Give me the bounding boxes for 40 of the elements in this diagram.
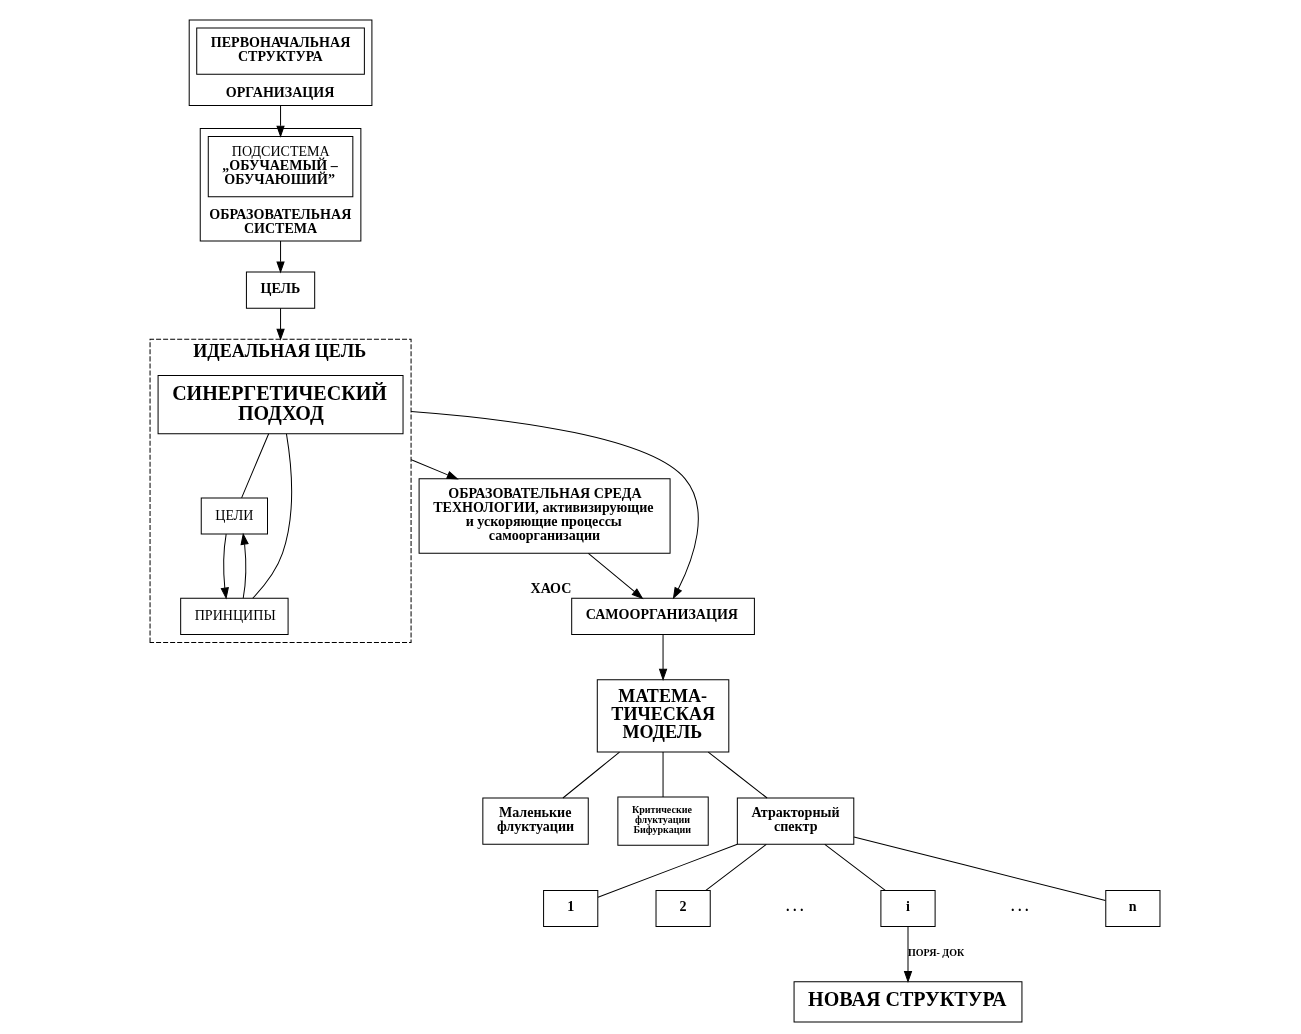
connector [251, 433, 292, 599]
connector [852, 836, 1106, 902]
connector [561, 751, 620, 799]
label: . . . [1010, 898, 1028, 915]
node-box: САМООРГАНИЗАЦИЯ [570, 597, 755, 635]
node-box: НОВАЯ СТРУКТУРА [793, 981, 1022, 1023]
connector [823, 843, 886, 891]
node-box: ЦЕЛИ [200, 497, 268, 535]
connector [240, 433, 269, 499]
node-box: СИНЕРГЕТИЧЕСКИЙ ПОДХОД [157, 374, 404, 435]
arrow [240, 533, 249, 599]
arrow [276, 104, 285, 137]
node-box: Маленькие флуктуации [481, 797, 589, 845]
arrow [276, 240, 285, 273]
connector [662, 751, 664, 798]
edge-label: ПОРЯ- ДОК [907, 946, 964, 958]
node-box: ЦЕЛЬ [245, 271, 315, 309]
node-box: ПРИНЦИПЫ [179, 597, 289, 635]
arrow [658, 634, 667, 680]
arrow [587, 552, 643, 599]
arrow [220, 533, 229, 599]
node-box: Атракторный спектр [736, 797, 854, 845]
arrow [410, 459, 458, 480]
node-box: 1 [542, 889, 598, 928]
connector [707, 751, 768, 799]
label: . . . [785, 898, 804, 915]
node-box: ОБРАЗОВАТЕЛЬНАЯ СРЕДА ТЕХНОЛОГИИ, активизирующие и ускоряющие процессы самоорганизации [418, 478, 671, 554]
arrow [410, 411, 699, 599]
connector [597, 843, 738, 898]
arrow [276, 307, 285, 340]
arrow [903, 926, 912, 983]
node-box: МАТЕМА- ТИЧЕСКАЯ МОДЕЛЬ [596, 679, 729, 753]
node-box: 2 [655, 889, 711, 928]
node-box: i [879, 889, 936, 928]
connector [704, 843, 767, 891]
node-box: ПЕРВОНАЧАЛЬНАЯ СТРУКТУРА [195, 27, 365, 75]
node-box: Критические флуктуации Бифуркации [616, 796, 709, 846]
node-label: ХАОС [530, 580, 571, 597]
node-box: ПОДСИСТЕМА „ОБУЧАЕМЫЙ – ОБУЧАЮШИЙ” [207, 136, 353, 198]
node-box: n [1104, 889, 1160, 928]
